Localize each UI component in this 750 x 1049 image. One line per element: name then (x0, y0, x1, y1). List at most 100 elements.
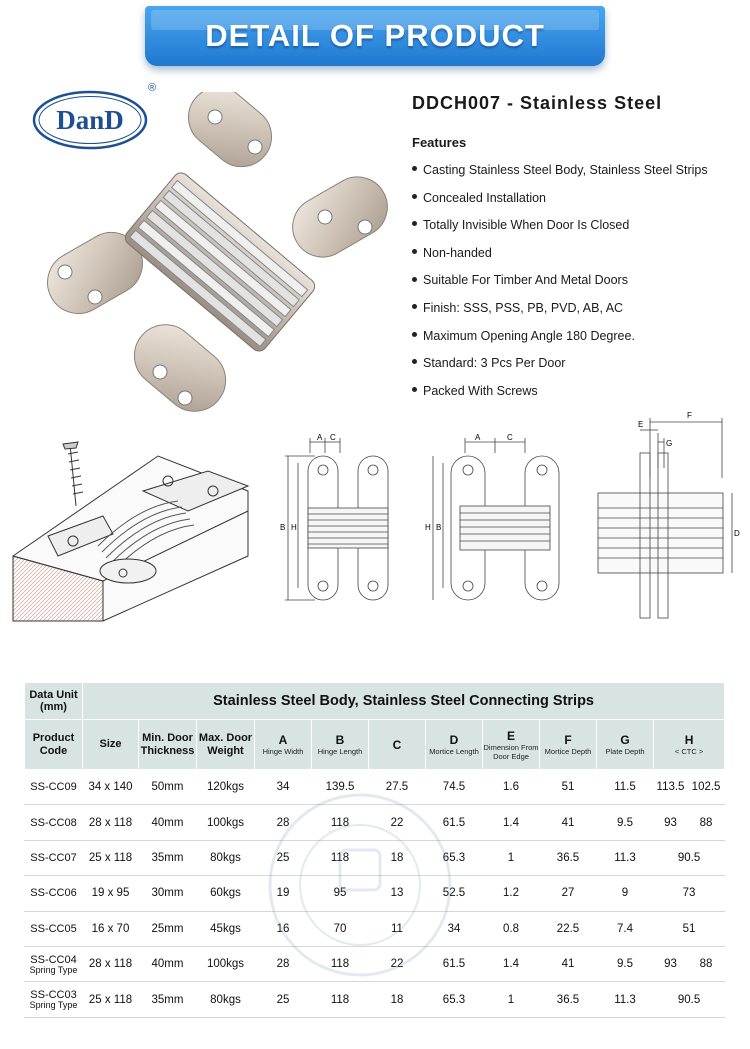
cell-e: 1.6 (482, 768, 540, 806)
cell-a: 19 (254, 875, 312, 912)
dim-label-c: C (507, 433, 513, 442)
col-header-h: H< CTC > (652, 719, 726, 770)
bullet-icon (412, 359, 417, 365)
cell-size: 28 x 118 (82, 804, 139, 841)
cell-code: SS-CC07 (24, 839, 83, 877)
cell-b: 139.5 (311, 768, 369, 806)
cell-size: 19 x 95 (82, 875, 139, 912)
cell-h: 51 (652, 910, 726, 947)
dim-label-b: B (280, 523, 285, 532)
col-header-thickness: Min. Door Thickness (138, 719, 197, 770)
cell-e: 1.4 (482, 945, 540, 983)
cell-weight: 100kgs (196, 945, 255, 983)
cell-weight: 80kgs (196, 981, 255, 1018)
features-heading: Features (412, 135, 467, 150)
cell-g: 7.4 (596, 910, 654, 947)
cell-g: 11.5 (596, 768, 654, 806)
cell-d: 74.5 (425, 768, 483, 806)
feature-item: Totally Invisible When Door Is Closed (412, 218, 708, 246)
feature-item: Finish: SSS, PSS, PB, PVD, AB, AC (412, 301, 708, 329)
cell-d: 61.5 (425, 945, 483, 983)
cell-a: 28 (254, 804, 312, 841)
col-header-product-code: Product Code (24, 719, 83, 770)
cell-e: 1.2 (482, 875, 540, 912)
cell-g: 11.3 (596, 981, 654, 1018)
feature-item: Casting Stainless Steel Body, Stainless … (412, 163, 708, 191)
feature-item: Maximum Opening Angle 180 Degree. (412, 329, 708, 357)
cell-weight: 45kgs (196, 910, 255, 947)
cell-h2: 88 (686, 804, 726, 841)
cell-h: 90.5 (652, 839, 726, 877)
logo-text: DanD (56, 105, 124, 135)
brand-logo: DanD (32, 90, 148, 150)
cell-code: SS-CC08 (24, 804, 83, 841)
cell-b: 95 (311, 875, 369, 912)
cell-f: 51 (539, 768, 597, 806)
cell-g: 9.5 (596, 945, 654, 983)
cell-f: 36.5 (539, 981, 597, 1018)
features-list: Casting Stainless Steel Body, Stainless … (412, 163, 708, 411)
bullet-icon (412, 276, 417, 282)
cell-c: 13 (368, 875, 426, 912)
cell-e: 1 (482, 839, 540, 877)
cell-size: 25 x 118 (82, 839, 139, 877)
feature-item: Non-handed (412, 246, 708, 274)
bullet-icon (412, 386, 417, 392)
page-title: DETAIL OF PRODUCT (205, 18, 545, 53)
cell-code: SS-CC06 (24, 875, 83, 912)
cell-b: 70 (311, 910, 369, 947)
cell-e: 1.4 (482, 804, 540, 841)
cell-h: 73 (652, 875, 726, 912)
dim-label-h: H (291, 523, 297, 532)
cell-b: 118 (311, 839, 369, 877)
cell-size: 25 x 118 (82, 981, 139, 1018)
cell-a: 25 (254, 981, 312, 1018)
cell-size: 34 x 140 (82, 768, 139, 806)
cell-weight: 60kgs (196, 875, 255, 912)
cell-b: 118 (311, 945, 369, 983)
cell-b: 118 (311, 981, 369, 1018)
cell-c: 18 (368, 839, 426, 877)
dim-label-a: A (317, 433, 323, 442)
cell-thickness: 30mm (138, 875, 197, 912)
cell-h2: 102.5 (686, 768, 726, 806)
product-photo (47, 92, 388, 412)
cell-g: 9.5 (596, 804, 654, 841)
bullet-icon (412, 331, 417, 337)
cell-c: 22 (368, 804, 426, 841)
cell-g: 9 (596, 875, 654, 912)
cell-b: 118 (311, 804, 369, 841)
cell-code: SS-CC09 (24, 768, 83, 806)
bullet-icon (412, 248, 417, 254)
cell-a: 25 (254, 839, 312, 877)
cell-f: 41 (539, 804, 597, 841)
bullet-icon (412, 304, 417, 310)
data-unit-cell: Data Unit (mm) (24, 682, 83, 720)
cell-e: 1 (482, 981, 540, 1018)
dim-label-d: D (734, 529, 740, 538)
installation-diagram (12, 441, 250, 622)
cell-g: 11.3 (596, 839, 654, 877)
cell-f: 22.5 (539, 910, 597, 947)
cell-a: 16 (254, 910, 312, 947)
table-column-header-row: Product Code Size Min. Door Thickness Ma… (24, 719, 726, 770)
cell-thickness: 25mm (138, 910, 197, 947)
feature-item: Standard: 3 Pcs Per Door (412, 356, 708, 384)
table-title: Stainless Steel Body, Stainless Steel Co… (81, 682, 726, 720)
dim-label-f: F (687, 411, 692, 420)
cell-c: 27.5 (368, 768, 426, 806)
feature-item: Suitable For Timber And Metal Doors (412, 273, 708, 301)
dim-label-c: C (330, 433, 336, 442)
cell-weight: 80kgs (196, 839, 255, 877)
cell-d: 34 (425, 910, 483, 947)
cell-a: 34 (254, 768, 312, 806)
table-row: SS-CC05 16 x 70 25mm 45kgs 16 70 11 34 0… (24, 910, 726, 947)
cell-thickness: 35mm (138, 839, 197, 877)
cell-thickness: 40mm (138, 945, 197, 983)
